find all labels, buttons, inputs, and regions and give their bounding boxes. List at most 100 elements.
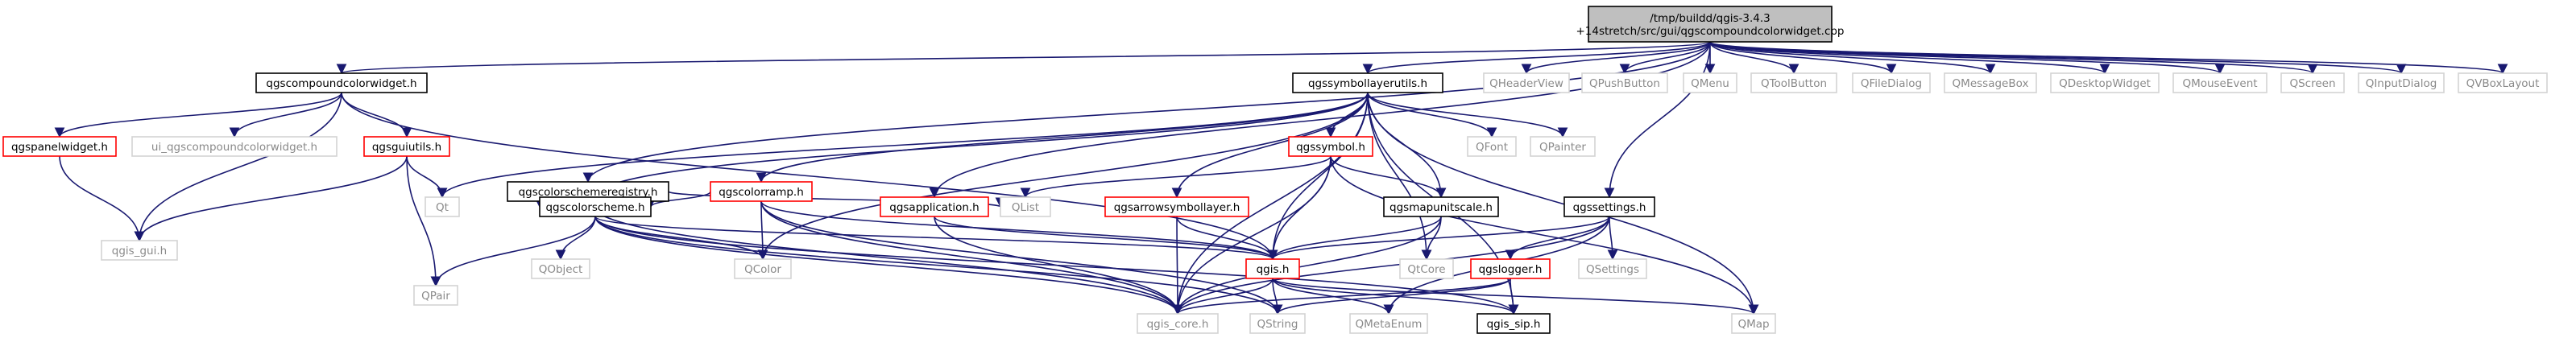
node-label-QMessageBox-0: QMessageBox xyxy=(1953,77,2029,90)
node-label-qgscolorscheme_h-0: qgscolorscheme.h xyxy=(545,201,644,214)
node-label-qgscompoundcolorwidget_h-0: qgscompoundcolorwidget.h xyxy=(266,77,416,90)
node-box-qgscompoundcolorwidget_h xyxy=(255,72,428,93)
node-label-qgssettings_h-0: qgssettings.h xyxy=(1573,201,1646,214)
edge-qgscolorscheme_h-to-qgis_h xyxy=(594,216,1278,261)
edge-root-to-qgscolorschemeregistry_h xyxy=(582,41,1711,183)
node-label-QtCore-0: QtCore xyxy=(1407,263,1445,276)
edge-root-to-qgsapplication_h xyxy=(929,41,1711,199)
edge-qgssettings_h-to-QSettings xyxy=(1607,216,1618,261)
node-label-root-1: +14stretch/src/gui/qgscompoundcolorwidge… xyxy=(1576,25,1844,38)
node-label-QMouseEvent-0: QMouseEvent xyxy=(2182,77,2257,90)
edge-root-to-QInputDialog xyxy=(1709,41,2406,75)
node-label-qgsapplication_h-0: qgsapplication.h xyxy=(889,201,979,214)
node-label-QFileDialog-0: QFileDialog xyxy=(1861,77,1922,90)
edge-qgslogger_h-to-qgis_core_h xyxy=(1172,278,1511,315)
node-qgsguiutils_h[interactable]: qgsguiutils.h xyxy=(363,136,450,157)
node-box-QtCore xyxy=(1399,258,1454,279)
node-QPushButton: QPushButton xyxy=(1581,72,1668,93)
node-label-QColor-0: QColor xyxy=(744,263,781,276)
node-box-QColor xyxy=(734,258,792,279)
node-qgscompoundcolorwidget_h[interactable]: qgscompoundcolorwidget.h xyxy=(255,72,428,93)
node-box-QHeaderView xyxy=(1483,72,1570,93)
node-label-QMenu-0: QMenu xyxy=(1691,77,1729,90)
node-qgssettings_h[interactable]: qgssettings.h xyxy=(1563,196,1655,217)
node-label-qgis_gui_h-0: qgis_gui.h xyxy=(112,245,167,258)
node-QFont: QFont xyxy=(1467,136,1517,157)
edge-root-to-QPushButton xyxy=(1619,41,1711,75)
edge-qgsarrowsymbollayer_h-to-qgis_h xyxy=(1176,216,1278,261)
edge-qgsapplication_h-to-qgis_core_h xyxy=(934,216,1183,315)
node-box-QMouseEvent xyxy=(2172,72,2267,93)
node-label-qgscolorschemeregistry_h-0: qgscolorschemeregistry.h xyxy=(519,186,658,199)
node-qgsmapunitscale_h[interactable]: qgsmapunitscale.h xyxy=(1383,196,1499,217)
node-label-QString-0: QString xyxy=(1257,318,1298,331)
edge-root-to-QVBoxLayout xyxy=(1709,41,2508,75)
node-qgis_sip_h[interactable]: qgis_sip.h xyxy=(1476,313,1551,334)
node-label-qgslogger_h-0: qgslogger.h xyxy=(1479,263,1543,276)
node-qgscolorramp_h[interactable]: qgscolorramp.h xyxy=(710,181,813,202)
node-box-qgis_sip_h xyxy=(1476,313,1551,334)
edge-qgsmapunitscale_h-to-qgis_h xyxy=(1267,216,1442,261)
edge-qgsapplication_h-to-qgis_h xyxy=(934,216,1278,261)
node-QScreen: QScreen xyxy=(2280,72,2345,93)
node-label-QPushButton-0: QPushButton xyxy=(1589,77,1660,90)
node-label-qgssymbol_h-0: qgssymbol.h xyxy=(1296,141,1365,154)
node-Qt: Qt xyxy=(425,196,460,217)
node-QColor: QColor xyxy=(734,258,792,279)
edge-qgscolorramp_h-to-qgis_h xyxy=(760,200,1278,261)
edge-root-to-QMessageBox xyxy=(1709,41,1996,75)
edge-qgssymbollayerutils_h-to-QMap xyxy=(1367,92,1759,315)
node-qgssymbol_h[interactable]: qgssymbol.h xyxy=(1288,136,1373,157)
node-qgsarrowsymbollayer_h[interactable]: qgsarrowsymbollayer.h xyxy=(1104,196,1249,217)
node-qgis_gui_h: qgis_gui.h xyxy=(101,240,178,261)
node-QInputDialog: QInputDialog xyxy=(2358,72,2445,93)
node-label-QMap-0: QMap xyxy=(1737,318,1769,331)
node-box-QScreen xyxy=(2280,72,2345,93)
edge-root-to-QDesktopWidget xyxy=(1709,41,2110,75)
node-box-QString xyxy=(1249,313,1306,334)
node-qgis_h[interactable]: qgis.h xyxy=(1245,258,1300,279)
node-qgssymbollayerutils_h[interactable]: qgssymbollayerutils.h xyxy=(1292,72,1443,93)
node-label-qgis_core_h-0: qgis_core.h xyxy=(1147,318,1209,331)
node-box-ui_qgscompoundcolorwidget_h xyxy=(131,136,338,157)
node-ui_qgscompoundcolorwidget_h: ui_qgscompoundcolorwidget.h xyxy=(131,136,338,157)
edge-qgssymbol_h-to-qgsmapunitscale_h xyxy=(1330,155,1447,199)
edge-qgssymbollayerutils_h-to-qgscolorscheme_h xyxy=(590,92,1369,199)
node-label-QHeaderView-0: QHeaderView xyxy=(1489,77,1563,90)
node-qgscolorscheme_h[interactable]: qgscolorscheme.h xyxy=(539,196,652,217)
node-box-QFileDialog xyxy=(1852,72,1931,93)
edge-qgssymbollayerutils_h-to-Qt xyxy=(437,92,1369,199)
edge-qgscolorscheme_h-to-QObject xyxy=(555,216,596,261)
node-qgspanelwidget_h[interactable]: qgspanelwidget.h xyxy=(2,136,117,157)
edge-qgssymbollayerutils_h-to-QPainter xyxy=(1367,92,1568,138)
node-box-QPainter xyxy=(1530,136,1596,157)
node-box-qgis_gui_h xyxy=(101,240,178,261)
node-label-QObject-0: QObject xyxy=(539,263,583,276)
edge-root-to-qgscompoundcolorwidget_h xyxy=(337,41,1711,75)
node-label-qgspanelwidget_h-0: qgspanelwidget.h xyxy=(11,141,108,154)
node-qgsapplication_h[interactable]: qgsapplication.h xyxy=(880,196,989,217)
node-box-QPushButton xyxy=(1581,72,1668,93)
edge-qgis_h-to-QString xyxy=(1272,278,1283,315)
node-label-qgsarrowsymbollayer_h-0: qgsarrowsymbollayer.h xyxy=(1114,201,1240,214)
node-box-QFont xyxy=(1467,136,1517,157)
node-box-QVBoxLayout xyxy=(2458,72,2548,93)
node-label-QMetaEnum-0: QMetaEnum xyxy=(1356,318,1423,331)
node-root[interactable]: /tmp/buildd/qgis-3.4.3+14stretch/src/gui… xyxy=(1576,6,1845,43)
edge-qgscompoundcolorwidget_h-to-qgis_gui_h xyxy=(134,92,342,242)
edge-qgsguiutils_h-to-QPair xyxy=(406,155,441,287)
node-label-QPair-0: QPair xyxy=(421,290,450,303)
node-label-QPainter-0: QPainter xyxy=(1539,141,1586,154)
node-QMouseEvent: QMouseEvent xyxy=(2172,72,2267,93)
node-box-qgscolorramp_h xyxy=(710,181,813,202)
edge-qgis_h-to-QMap xyxy=(1272,278,1759,315)
node-box-qgssymbol_h xyxy=(1288,136,1373,157)
node-label-qgis_sip_h-0: qgis_sip.h xyxy=(1487,318,1541,331)
node-QPair: QPair xyxy=(413,285,458,306)
edge-qgscolorscheme_h-to-QPair xyxy=(430,216,596,287)
node-qgslogger_h[interactable]: qgslogger.h xyxy=(1470,258,1551,279)
edge-qgis_h-to-qgis_sip_h xyxy=(1272,278,1519,315)
node-box-QMetaEnum xyxy=(1349,313,1428,334)
edge-qgssymbollayerutils_h-to-qgscolorramp_h xyxy=(756,92,1369,183)
node-QToolButton: QToolButton xyxy=(1750,72,1837,93)
